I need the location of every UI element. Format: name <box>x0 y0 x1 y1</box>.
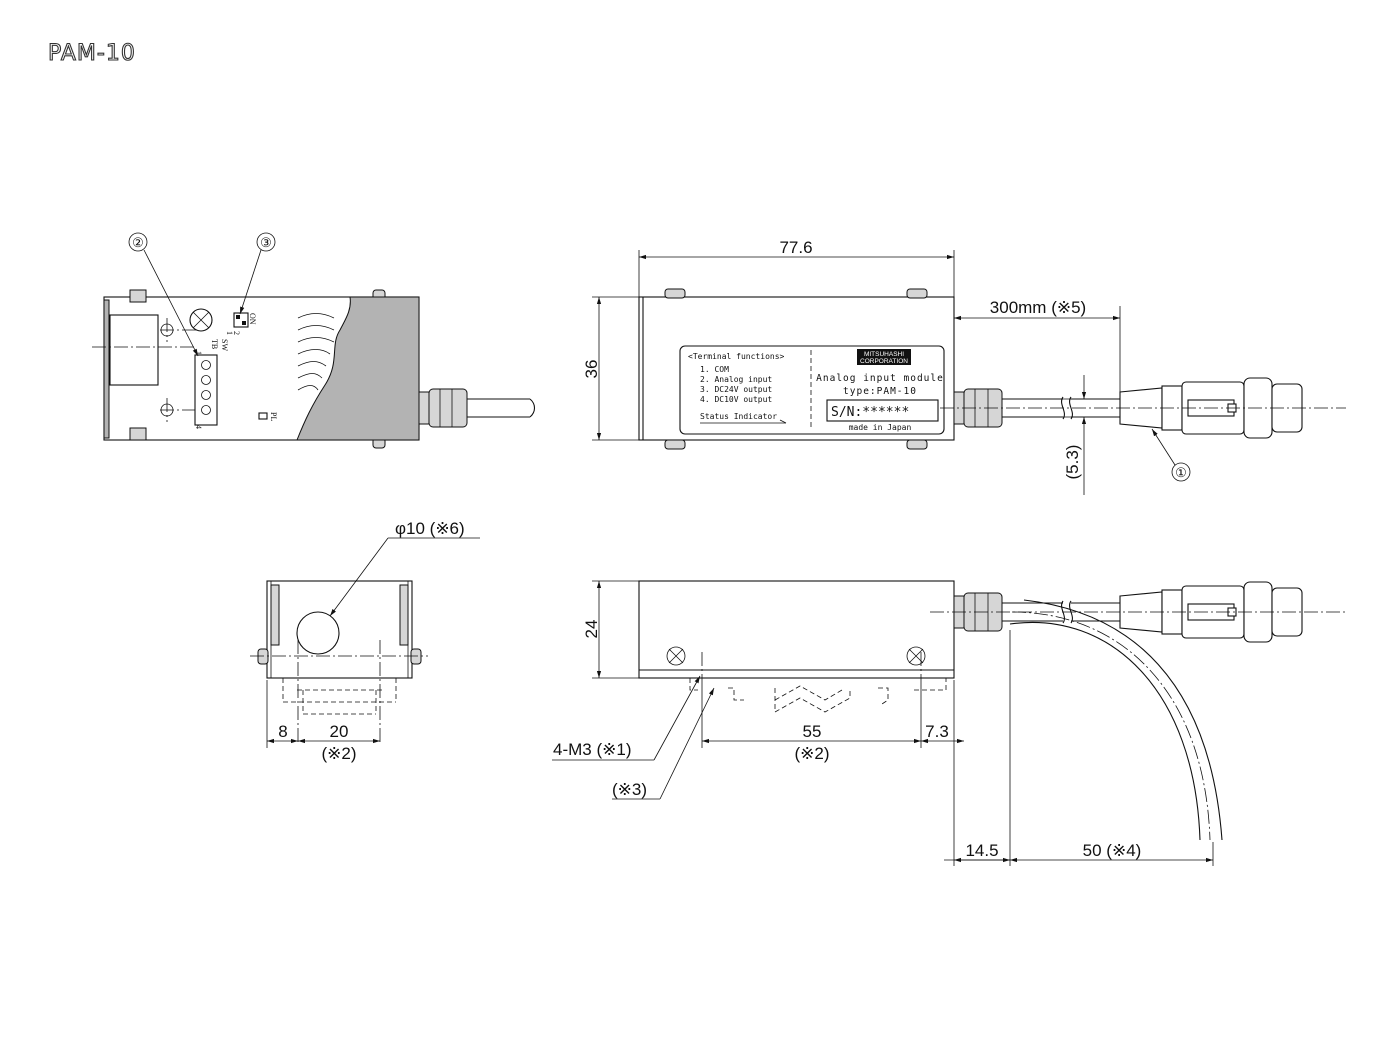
left-end-cap <box>103 299 110 439</box>
front-view: <Terminal functions> 1. COM 2. Analog in… <box>638 288 1346 450</box>
made-in-japan: made in Japan <box>849 423 912 432</box>
module-name: Analog input module <box>816 373 944 384</box>
module-type: type:PAM-10 <box>843 386 917 397</box>
dim-bottom-offset: 7.3 <box>921 680 964 866</box>
sw-on-label: ON <box>248 313 257 325</box>
bottom-view <box>638 580 1346 841</box>
leader-screw: 4-M3 (※1) <box>552 675 701 761</box>
dim-cable-length: 300mm (※5) <box>954 298 1121 392</box>
bent-cable-outer <box>1023 599 1223 841</box>
tb-pin1-label: 1 <box>194 351 203 355</box>
dim-bend-radius: 50 (※4) <box>1083 841 1142 860</box>
svg-text:4-M3 (※1): 4-M3 (※1) <box>553 740 631 759</box>
leader-rail: (※3) <box>612 687 715 800</box>
svg-text:20: 20 <box>330 722 349 741</box>
dim-cable-dia: (5.3) <box>1062 375 1090 495</box>
dim-front-offset: 8 <box>266 680 298 748</box>
dim-front-pitch: 20 (※2) <box>298 722 380 763</box>
svg-text:②: ② <box>132 235 144 250</box>
terminal-3: 3. DC24V output <box>700 385 772 394</box>
svg-text:φ10 (※6): φ10 (※6) <box>395 519 465 538</box>
svg-text:36: 36 <box>582 360 601 379</box>
dim-height: 36 <box>582 296 650 441</box>
leader-hole-dia: φ10 (※6) <box>329 519 480 617</box>
dim-bend-start: 14.5 <box>965 841 998 860</box>
terminal-block <box>194 354 218 426</box>
svg-text:(※2): (※2) <box>794 744 829 763</box>
terminal-4: 4. DC10V output <box>700 395 772 404</box>
brand-line2: CORPORATION <box>860 358 908 365</box>
svg-text:24: 24 <box>582 620 601 639</box>
end-view <box>250 580 428 745</box>
serial-number: S/N:****** <box>831 405 909 420</box>
terminal-header: <Terminal functions> <box>688 352 785 361</box>
serial-box <box>826 399 939 422</box>
svg-text:55: 55 <box>803 722 822 741</box>
svg-text:(5.3): (5.3) <box>1063 445 1082 480</box>
brand-line1: MITSUHASHI <box>864 351 904 358</box>
svg-text:8: 8 <box>278 722 287 741</box>
bottom-view-body <box>638 580 955 679</box>
svg-text:7.3: 7.3 <box>925 722 949 741</box>
top-view: 1 4 TB ON 1 2 SW PL <box>92 289 536 449</box>
svg-text:77.6: 77.6 <box>779 238 812 257</box>
sw-2-label: 2 <box>232 331 241 335</box>
svg-text:(※3): (※3) <box>612 780 647 799</box>
svg-text:①: ① <box>1175 465 1187 480</box>
terminal-1: 1. COM <box>700 365 729 374</box>
cable-hole <box>296 611 340 655</box>
svg-text:③: ③ <box>260 235 272 250</box>
cover-cutaway <box>296 296 420 441</box>
tb-label: TB <box>210 339 219 349</box>
status-indicator-label: Status Indicator <box>700 412 777 421</box>
end-view-body <box>266 580 413 679</box>
balloon-cable: ① <box>1151 428 1191 482</box>
drawing-title: PAM-10 <box>48 41 136 66</box>
dim-bend: 14.5 50 (※4) <box>944 630 1214 866</box>
svg-text:300mm (※5): 300mm (※5) <box>990 298 1086 317</box>
brand-logo <box>857 349 911 365</box>
sw-1-label: 1 <box>225 331 234 335</box>
tb-pin4-label: 4 <box>194 425 203 429</box>
dim-depth: 24 <box>582 580 645 679</box>
dim-length: 77.6 <box>638 238 955 300</box>
left-socket <box>109 314 159 386</box>
sw-label: SW <box>220 339 229 351</box>
svg-text:(※2): (※2) <box>321 744 356 763</box>
balloon-switch: ③ <box>239 232 276 315</box>
pl-label: PL <box>269 412 278 421</box>
balloon-terminal: ② <box>128 232 199 357</box>
dim-bottom-pitch: 55 (※2) <box>701 680 922 763</box>
cable-gland <box>428 388 468 428</box>
terminal-2: 2. Analog input <box>700 375 772 384</box>
bent-cable-inner <box>1009 622 1201 841</box>
